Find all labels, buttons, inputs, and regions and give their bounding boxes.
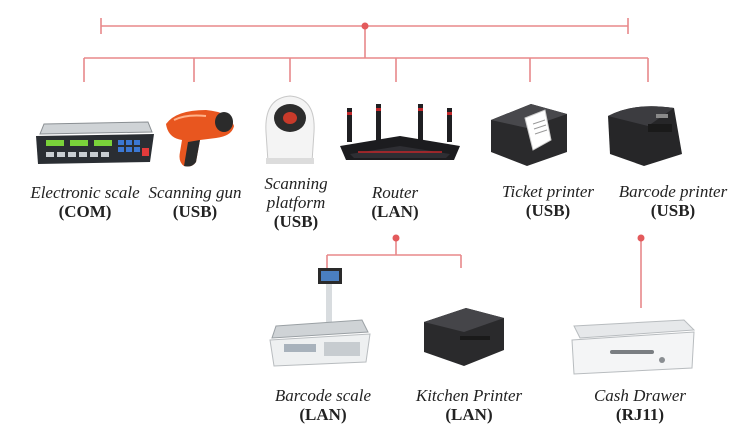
barcode-printer-image [608,106,682,166]
device-port: (LAN) [371,202,419,222]
device-name: Ticket printer [501,182,595,201]
router-label: Router (LAN) [350,183,440,221]
device-port: (LAN) [299,405,347,425]
device-name: Scanning platform [264,174,328,213]
device-name: Kitchen Printer [415,386,523,405]
electronic-scale-image [36,121,154,164]
barcode-scale-image [269,268,371,367]
scanning-gun-image [166,110,234,167]
device-name: Barcode printer [618,182,728,201]
device-port: (USB) [525,201,571,221]
device-name: Router [371,183,419,202]
junction-dot-top [361,22,369,30]
electronic-scale-label: Electronic scale (COM) [20,183,150,221]
device-name: Barcode scale [274,386,372,405]
cash-drawer-image [571,319,696,375]
device-name: Cash Drawer [593,386,687,405]
scanning-gun-label: Scanning gun (USB) [140,183,250,221]
kitchen-printer-image [424,308,504,366]
kitchen-printer-label: Kitchen Printer (LAN) [402,386,536,424]
device-port: (USB) [650,201,696,221]
ticket-printer-image [491,104,567,166]
junction-dot-printer [637,234,645,242]
device-port: (LAN) [445,405,493,425]
device-port: (RJ11) [615,405,665,425]
device-name: Electronic scale [30,183,140,202]
scanning-platform-label: Scanning platform (USB) [246,174,346,231]
device-name: Scanning gun [148,183,242,202]
barcode-printer-label: Barcode printer (USB) [606,182,740,220]
cash-drawer-label: Cash Drawer (RJ11) [580,386,700,424]
scanning-platform-image [265,95,315,164]
device-port: (USB) [172,202,218,222]
ticket-printer-label: Ticket printer (USB) [488,182,608,220]
device-port: (USB) [273,212,319,232]
barcode-scale-label: Barcode scale (LAN) [256,386,390,424]
junction-dot-router [392,234,400,242]
device-port: (COM) [58,202,112,222]
router-image [340,104,460,160]
